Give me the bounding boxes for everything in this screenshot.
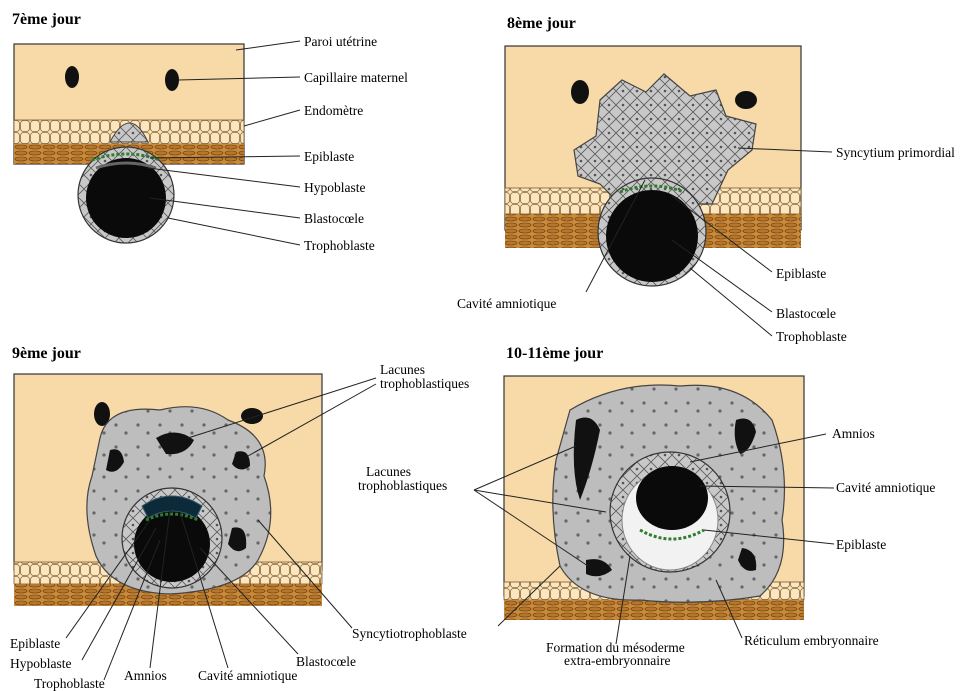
maternal-capillary <box>571 80 589 104</box>
label-endometre: Endomètre <box>304 103 363 118</box>
label-paroi: Paroi utétrine <box>304 34 377 49</box>
label-amnios: Amnios <box>124 668 167 683</box>
leader-line <box>244 110 300 126</box>
maternal-capillary <box>65 66 79 88</box>
label-capillaire: Capillaire maternel <box>304 70 408 85</box>
label-epiblaste: Epiblaste <box>776 266 826 281</box>
label-reticulum: Réticulum embryonnaire <box>744 633 879 648</box>
blastocoel <box>606 190 698 282</box>
panel-day8: 8ème jour Syncytium primordial Epiblaste… <box>457 15 955 344</box>
amniotic-cavity <box>636 466 708 530</box>
label-epiblaste: Epiblaste <box>836 537 886 552</box>
label-cavite: Cavité amniotique <box>836 480 935 495</box>
panel-day10-11: 10-11ème jour Amnios Lacunes trophoblast… <box>358 345 935 668</box>
leader-line <box>672 240 772 312</box>
panel-title-day7: 7ème jour <box>12 11 81 28</box>
label-syncytio: Syncytiotrophoblaste <box>352 626 467 641</box>
label-hypoblaste: Hypoblaste <box>304 180 366 195</box>
label-formation-l2: extra-embryonnaire <box>564 653 670 668</box>
label-syncytium: Syncytium primordial <box>836 145 955 160</box>
label-epiblaste: Epiblaste <box>304 149 354 164</box>
blastocoel <box>86 158 166 238</box>
label-epiblaste: Epiblaste <box>10 636 60 651</box>
panel-day7: 7ème jour Paroi utétrine Capillaire mate… <box>12 11 408 253</box>
label-lacunes-l1: Lacunes <box>380 362 425 377</box>
label-amnios: Amnios <box>832 426 875 441</box>
label-blastocoele: Blastocœle <box>296 654 356 669</box>
label-cavite: Cavité amniotique <box>457 296 556 311</box>
label-trophoblaste: Trophoblaste <box>34 676 105 691</box>
leader-line <box>690 268 772 336</box>
blastocoel <box>134 506 210 582</box>
label-lacunes-l1: Lacunes <box>366 464 411 479</box>
panel-title-day8: 8ème jour <box>507 15 576 32</box>
label-trophoblaste: Trophoblaste <box>304 238 375 253</box>
panel-day9: 9ème jour Lacunes trophoblastiques Epibl… <box>10 345 469 691</box>
maternal-capillary <box>165 69 179 91</box>
label-trophoblaste: Trophoblaste <box>776 329 847 344</box>
endometrium-stroma <box>504 600 804 620</box>
maternal-capillary <box>241 408 263 424</box>
label-lacunes-l2: trophoblastiques <box>358 478 447 493</box>
label-blastocoele: Blastocœle <box>304 211 364 226</box>
label-lacunes-l2: trophoblastiques <box>380 376 469 391</box>
panel-title-day10: 10-11ème jour <box>506 345 603 362</box>
panel-title-day9: 9ème jour <box>12 345 81 362</box>
label-cavite: Cavité amniotique <box>198 668 297 683</box>
label-hypoblaste: Hypoblaste <box>10 656 72 671</box>
label-blastocoele: Blastocœle <box>776 306 836 321</box>
maternal-capillary <box>735 91 757 109</box>
leader-line <box>236 41 300 50</box>
leader-line <box>168 218 300 245</box>
